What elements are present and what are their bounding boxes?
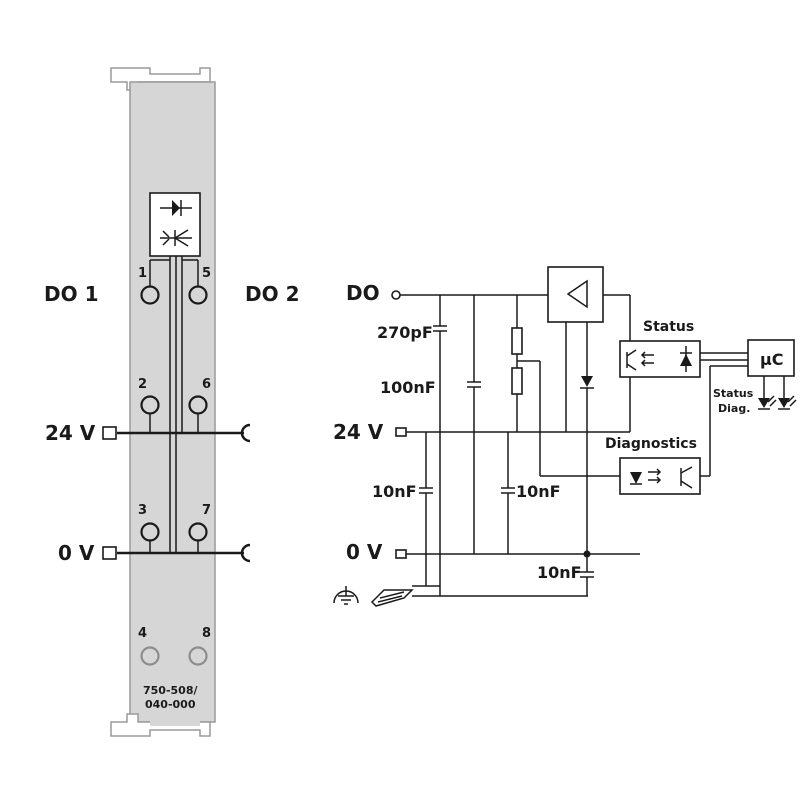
terminal-0v-right	[240, 543, 251, 563]
pin-2-clamp[interactable]	[140, 395, 160, 415]
diagnostics-optocoupler	[619, 457, 701, 495]
pin-number: 2	[138, 377, 147, 392]
terminal-24v-right	[240, 423, 251, 443]
label-do1: DO 1	[44, 282, 98, 306]
microcontroller-label: µC	[760, 350, 784, 369]
terminal-0v-left	[102, 546, 117, 560]
pin-6-clamp[interactable]	[188, 395, 208, 415]
label-do2: DO 2	[245, 282, 299, 306]
pin-number: 8	[202, 626, 211, 641]
pin-7-clamp[interactable]	[188, 522, 208, 542]
terminal-0v-label: 0 V	[346, 540, 383, 564]
pin-number: 3	[138, 503, 147, 518]
terminal-24v-left	[102, 426, 117, 440]
pin-1-clamp[interactable]	[140, 285, 160, 305]
pin-number: 1	[138, 266, 147, 281]
led-icon	[758, 395, 777, 410]
cap-10nf-label-b: 10nF	[516, 482, 561, 501]
part-number: 750-508/	[143, 684, 198, 697]
label-24v: 24 V	[45, 421, 96, 445]
pin-number: 6	[202, 377, 211, 392]
diagnostics-label: Diagnostics	[605, 436, 697, 452]
pin-number: 7	[202, 503, 211, 518]
schematic: DO 24 V 0 V 270pF 100nF	[333, 266, 797, 607]
terminal-24v-label: 24 V	[333, 420, 384, 444]
pin-number: 4	[138, 626, 147, 641]
pin-number: 5	[202, 266, 211, 281]
driver-block	[547, 266, 604, 323]
led-icon	[778, 395, 797, 410]
cap-10nf-label-c: 10nF	[537, 563, 582, 582]
status-label: Status	[643, 319, 694, 335]
ground-icon	[333, 586, 359, 605]
pin-3-clamp[interactable]	[140, 522, 160, 542]
part-number: 040-000	[145, 698, 196, 711]
cap-270pf-label: 270pF	[377, 323, 433, 342]
led-diag-label: Diag.	[718, 402, 750, 415]
pin-4-clamp[interactable]	[140, 646, 160, 666]
module-optocoupler-icon	[149, 192, 201, 257]
label-0v: 0 V	[58, 541, 95, 565]
pin-5-clamp[interactable]	[188, 285, 208, 305]
terminal-do-label: DO	[346, 281, 380, 305]
led-status-label: Status	[713, 387, 754, 400]
pin-8-clamp[interactable]	[188, 646, 208, 666]
din-rail-icon	[370, 589, 414, 607]
cap-100nf-label: 100nF	[380, 378, 436, 397]
microcontroller-block	[747, 339, 795, 377]
cap-10nf-label-a: 10nF	[372, 482, 417, 501]
